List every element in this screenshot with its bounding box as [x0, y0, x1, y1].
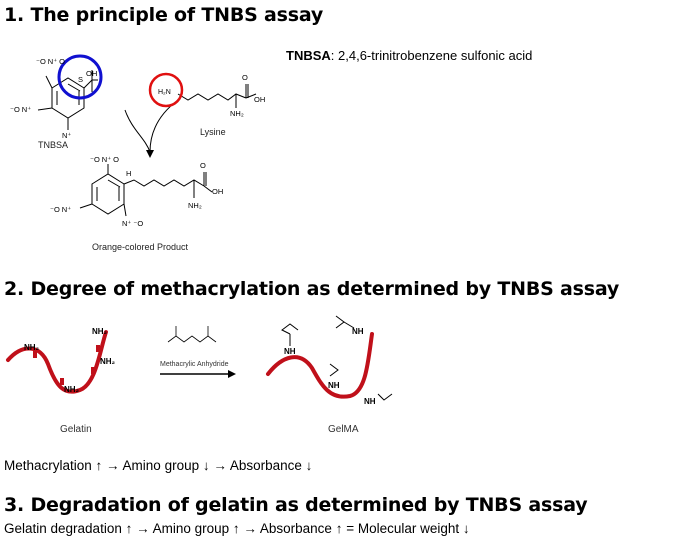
lysine-carbonyl-o: O: [242, 73, 248, 82]
product-chain: [123, 179, 205, 187]
lysine-chain: [177, 93, 247, 101]
gelatin-nh2-2: NH₂: [64, 385, 80, 394]
methacrylation-scheme: NH₂ NH₂ NH₂ NH₂ Gelatin Methacrylic Anhy…: [6, 315, 393, 435]
amine-group-circle: [148, 72, 184, 108]
reagent-label: Methacrylic Anhydride: [160, 361, 229, 368]
gelma-nh-1: NH: [284, 347, 296, 356]
product-bottom-nitro: N⁺⁻O: [122, 219, 143, 228]
gelatin-nh2-3: NH₂: [92, 327, 108, 336]
tnbsa-bottom-nitro: N⁺: [62, 131, 71, 140]
gelma-nh-4: NH: [364, 397, 376, 406]
gelma-label: GelMA: [328, 424, 359, 435]
gelatin-label: Gelatin: [60, 424, 92, 435]
product-label: Orange-colored Product: [92, 242, 189, 252]
sulfonate-group-circle: [57, 54, 103, 100]
methacrylation-summary: Methacrylation ↑ → Amino group ↓ → Absor…: [4, 458, 313, 473]
gelatin-chain: [6, 330, 108, 394]
tnbsa-oh: OH: [86, 69, 97, 78]
lysine-nh2: NH₂: [230, 109, 244, 118]
amine-label: H₂N: [158, 89, 171, 96]
tnbsa-sulfur: S: [78, 75, 83, 84]
section-3-heading: 3. Degradation of gelatin as determined …: [4, 494, 588, 516]
section-1-heading: 1. The principle of TNBS assay: [4, 4, 324, 26]
gelma-nh-3: NH: [328, 381, 340, 390]
gelatin-nh2-4: NH₂: [100, 357, 116, 366]
product-nh2: NH₂: [188, 201, 202, 210]
tnbsa-definition-text: : 2,4,6-trinitrobenzene sulfonic acid: [330, 48, 533, 63]
gelatin-nh2-1: NH₂: [24, 343, 40, 352]
product-nh-h: H: [126, 169, 131, 178]
product-carbonyl-o: O: [200, 161, 206, 170]
lysine-label: Lysine: [200, 127, 226, 137]
product-oh: OH: [212, 187, 223, 196]
degradation-summary: Gelatin degradation ↑ → Amino group ↑ → …: [4, 521, 470, 536]
gelma-chain: [266, 332, 374, 399]
tnbsa-term: TNBSA: [286, 48, 331, 63]
gelma-nh-2: NH: [352, 327, 364, 336]
tnbsa-definition: TNBSA: 2,4,6-trinitrobenzene sulfonic ac…: [286, 48, 532, 63]
reaction-arrow: [124, 109, 151, 153]
tnbsa-label: TNBSA: [38, 140, 68, 150]
lysine-oh: OH: [254, 95, 265, 104]
section-2-heading: 2. Degree of methacrylation as determine…: [4, 278, 620, 300]
